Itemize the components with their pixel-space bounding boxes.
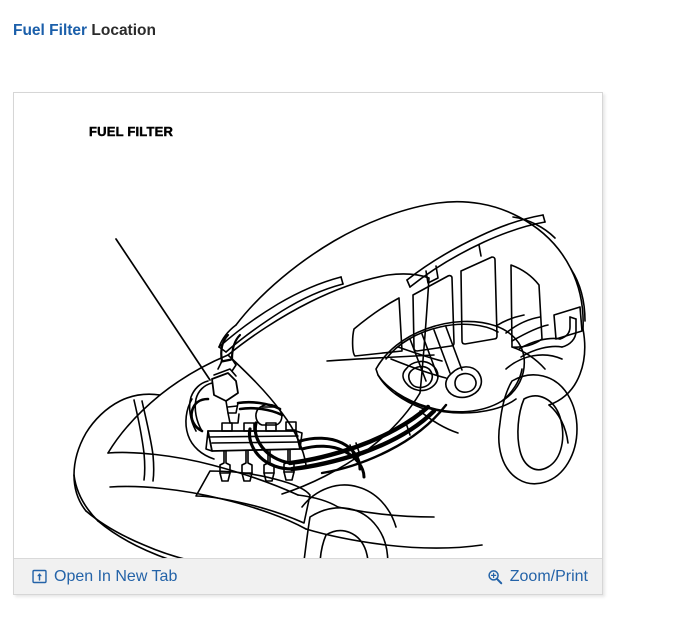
page-title-part-plain: Location [87,22,156,39]
figure-footer-toolbar: Open In New Tab Zoom/Print [14,558,602,594]
vehicle-diagram-illustration [73,200,586,560]
page-title-part-link[interactable]: Fuel Filter [13,22,88,39]
open-in-new-tab-icon [31,569,47,585]
magnifier-plus-icon [487,569,503,585]
zoom-print-label: Zoom/Print [509,568,588,585]
page-title: Fuel Filter Location [13,21,156,41]
open-in-new-tab-button[interactable]: Open In New Tab [31,559,177,594]
open-in-new-tab-label: Open In New Tab [54,568,178,585]
callout-label-text: FUEL FILTER [89,124,173,139]
zoom-print-button[interactable]: Zoom/Print [487,559,588,594]
fuel-filter-callout-label: FUEL FILTER [89,124,174,139]
figure-panel: FUEL FILTER Open In New Tab [13,92,603,595]
figure-image-stage[interactable]: FUEL FILTER [14,93,602,560]
